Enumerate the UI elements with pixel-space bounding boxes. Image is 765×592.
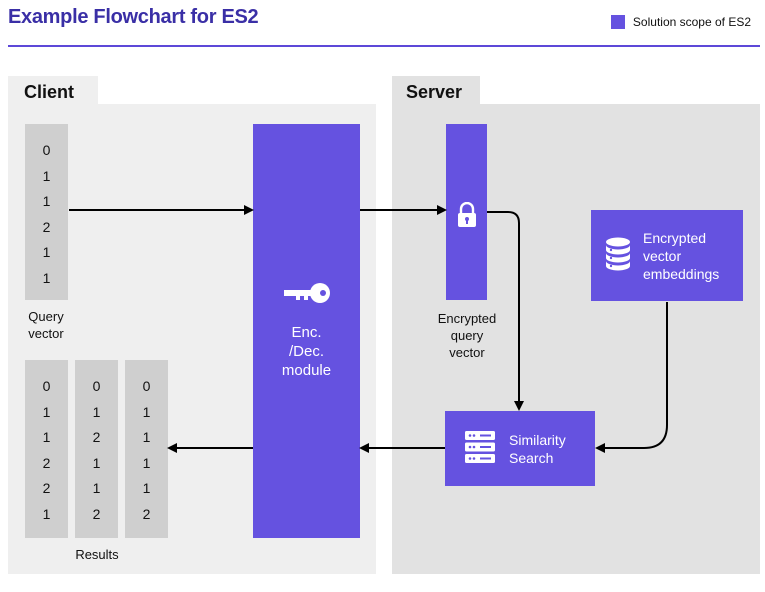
query-vector: 0 1 1 2 1 1: [25, 124, 68, 300]
query-value: 1: [42, 193, 51, 209]
similarity-search-box: Similarity Search: [445, 411, 595, 486]
enc-dec-module: Enc. /Dec. module: [253, 124, 360, 538]
result-value: 1: [42, 403, 51, 420]
encrypted-query-line: Encrypted: [437, 311, 497, 326]
embeddings-line: Encrypted: [643, 229, 707, 246]
similarity-line: Search: [509, 449, 554, 466]
result-value: 1: [42, 505, 51, 522]
encrypted-query-bar: [446, 124, 487, 300]
similarity-line: Similarity: [509, 431, 566, 448]
query-caption-line: vector: [28, 326, 64, 341]
result-column: 0 1 1 1 1 2: [125, 360, 168, 538]
query-vector-caption: Query vector: [14, 308, 78, 342]
lock-icon: [456, 201, 478, 233]
legend-label: Solution scope of ES2: [632, 15, 751, 29]
result-value: 1: [92, 480, 101, 496]
query-value: 1: [42, 269, 51, 286]
encrypted-query-caption: Encrypted query vector: [420, 310, 514, 361]
results-caption: Results: [75, 547, 119, 562]
result-value: 2: [92, 505, 101, 522]
result-value: 1: [92, 454, 101, 471]
query-value: 1: [42, 244, 51, 260]
query-value: 1: [42, 167, 51, 184]
result-value: 2: [42, 454, 51, 471]
result-value: 2: [42, 480, 51, 496]
enc-module-line: /Dec.: [288, 343, 324, 360]
result-value: 2: [92, 429, 101, 445]
client-label: Client: [8, 76, 98, 106]
key-icon: [282, 282, 332, 309]
legend: Solution scope of ES2: [610, 15, 751, 29]
result-value: 1: [142, 480, 151, 496]
result-value: 1: [92, 403, 101, 420]
title-divider: [8, 45, 760, 47]
result-value: 0: [142, 378, 151, 394]
query-value: 0: [42, 142, 51, 158]
encrypted-query-line: vector: [449, 345, 485, 360]
result-value: 0: [42, 378, 51, 394]
query-value: 2: [42, 218, 51, 235]
enc-module-line: Enc.: [291, 324, 322, 341]
embeddings-label: Encrypted vector embeddings: [643, 229, 719, 283]
result-value: 1: [42, 429, 51, 445]
embeddings-box: Encrypted vector embeddings: [591, 210, 743, 301]
page-title: Example Flowchart for ES2: [8, 6, 259, 28]
similarity-label: Similarity Search: [509, 431, 566, 467]
server-icon: [465, 430, 495, 467]
result-value: 1: [142, 454, 151, 471]
enc-module-line: module: [281, 362, 332, 379]
query-caption-line: Query: [28, 309, 64, 324]
legend-swatch: [610, 15, 625, 29]
result-value: 1: [142, 403, 151, 420]
encrypted-query-line: query: [450, 328, 484, 343]
result-value: 0: [92, 378, 101, 394]
result-value: 2: [142, 505, 151, 522]
result-column: 0 1 2 1 1 2: [75, 360, 118, 538]
embeddings-line: vector: [643, 247, 682, 264]
database-icon: [605, 237, 631, 275]
server-label: Server: [392, 76, 480, 106]
embeddings-line: embeddings: [643, 265, 720, 282]
result-column: 0 1 1 2 2 1: [25, 360, 68, 538]
result-value: 1: [142, 429, 151, 445]
